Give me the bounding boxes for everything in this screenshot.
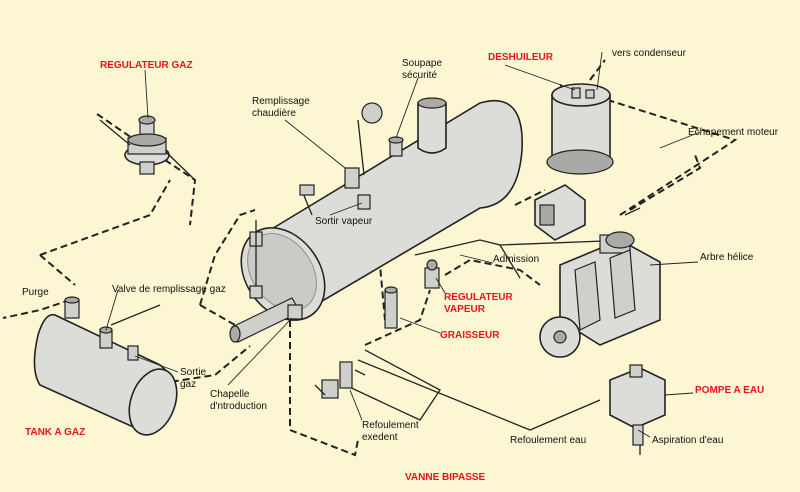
label-remplissage-chaudiere-line2: chaudière [252,108,296,119]
label-pompe-a-eau: POMPE A EAU [695,385,764,396]
label-aspiration-eau: Aspiration d'eau [652,435,723,446]
steam-engine [539,207,661,358]
oil-separator [546,83,614,175]
steam-regulator-device [424,259,440,289]
graisseur-device [384,286,398,329]
label-soupape-line1: Soupape [402,58,442,69]
steam-pipe-network [289,59,738,457]
label-arbre-helice: Arbre hélice [700,252,754,263]
burner-chapel [229,297,303,343]
label-deshuileur: DESHUILEUR [488,52,554,63]
label-refoulement-excedent-line1: Refoulement [362,420,419,431]
leader-lines [105,51,701,438]
label-chapelle-line2: d'ntroduction [210,401,267,412]
label-soupape-line2: sécurité [402,70,437,81]
label-remplissage-chaudiere-line1: Remplissage [252,96,310,107]
label-valve-remplissage-gaz: Valve de remplissage gaz [112,284,226,295]
lubricator-box [534,184,586,241]
label-regulateur-vapeur-line2: VAPEUR [444,304,486,315]
water-pump [609,364,666,446]
label-regulateur-vapeur-line1: REGULATEUR [444,292,513,303]
gas-regulator [99,115,196,181]
label-purge: Purge [22,287,49,298]
label-echappement-moteur: Echapement moteur [688,127,779,138]
label-graisseur: GRAISSEUR [440,330,500,341]
label-admission: Admission [493,254,539,265]
label-vers-condenseur: vers condenseur [612,48,687,59]
label-chapelle-line1: Chapelle [210,389,250,400]
label-refoulement-excedent-line2: exedent [362,432,398,443]
gas-tank [33,296,178,436]
labels: REGULATEUR GAZ Remplissage chaudière Sou… [22,48,779,483]
label-refoulement-eau: Refoulement eau [510,435,586,446]
label-vanne-bipasse: VANNE BIPASSE [405,472,486,483]
label-sortie-gaz-line2: gaz [180,379,196,390]
label-regulateur-gaz: REGULATEUR GAZ [100,60,193,71]
label-tank-a-gaz: TANK A GAZ [25,427,85,438]
boiler [240,97,523,322]
label-sortir-vapeur: Sortir vapeur [315,216,373,227]
label-sortie-gaz-line1: Sortie [180,367,207,378]
bypass-valve [314,361,366,399]
